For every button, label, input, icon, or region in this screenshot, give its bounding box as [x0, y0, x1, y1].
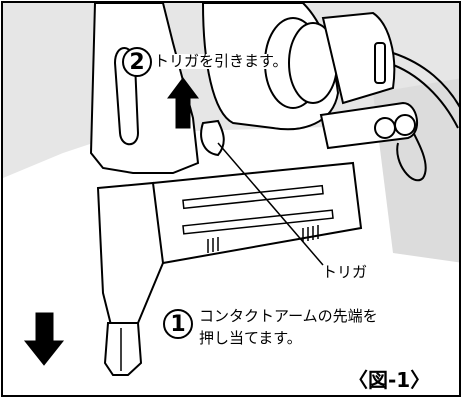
up-arrow	[167, 77, 199, 129]
step-1-text-line1: コンタクトアームの先端を	[199, 307, 378, 325]
tube-body	[319, 101, 418, 150]
exhaust-slot	[374, 42, 386, 84]
tool-handle	[89, 3, 200, 174]
step-1-number: 1	[163, 309, 193, 339]
magazine-slot-2	[182, 209, 334, 235]
trigger-leader-line	[217, 142, 324, 266]
figure-frame: 2 トリガを引きます。 1 コンタクトアームの先端を 押し当てます。 トリガ 〈…	[1, 1, 461, 397]
step-2-text: トリガを引きます。	[154, 52, 288, 70]
trigger	[200, 119, 225, 157]
air-hose-inner	[387, 62, 459, 129]
magazine-ribs	[207, 225, 319, 253]
trigger-label: トリガ	[322, 263, 368, 281]
tube-end-2	[394, 114, 416, 136]
down-arrow	[23, 312, 65, 366]
step-1-text-line2: 押し当てます。	[199, 329, 302, 347]
figure-caption: 〈図-1〉	[348, 368, 431, 392]
nose-body	[96, 181, 165, 334]
nailer-illustration	[3, 3, 459, 376]
air-hose	[392, 52, 459, 108]
contact-arm	[103, 322, 143, 376]
magazine-slot-1	[182, 184, 324, 210]
tube-end-1	[374, 117, 396, 139]
step-2-number: 2	[122, 47, 152, 77]
